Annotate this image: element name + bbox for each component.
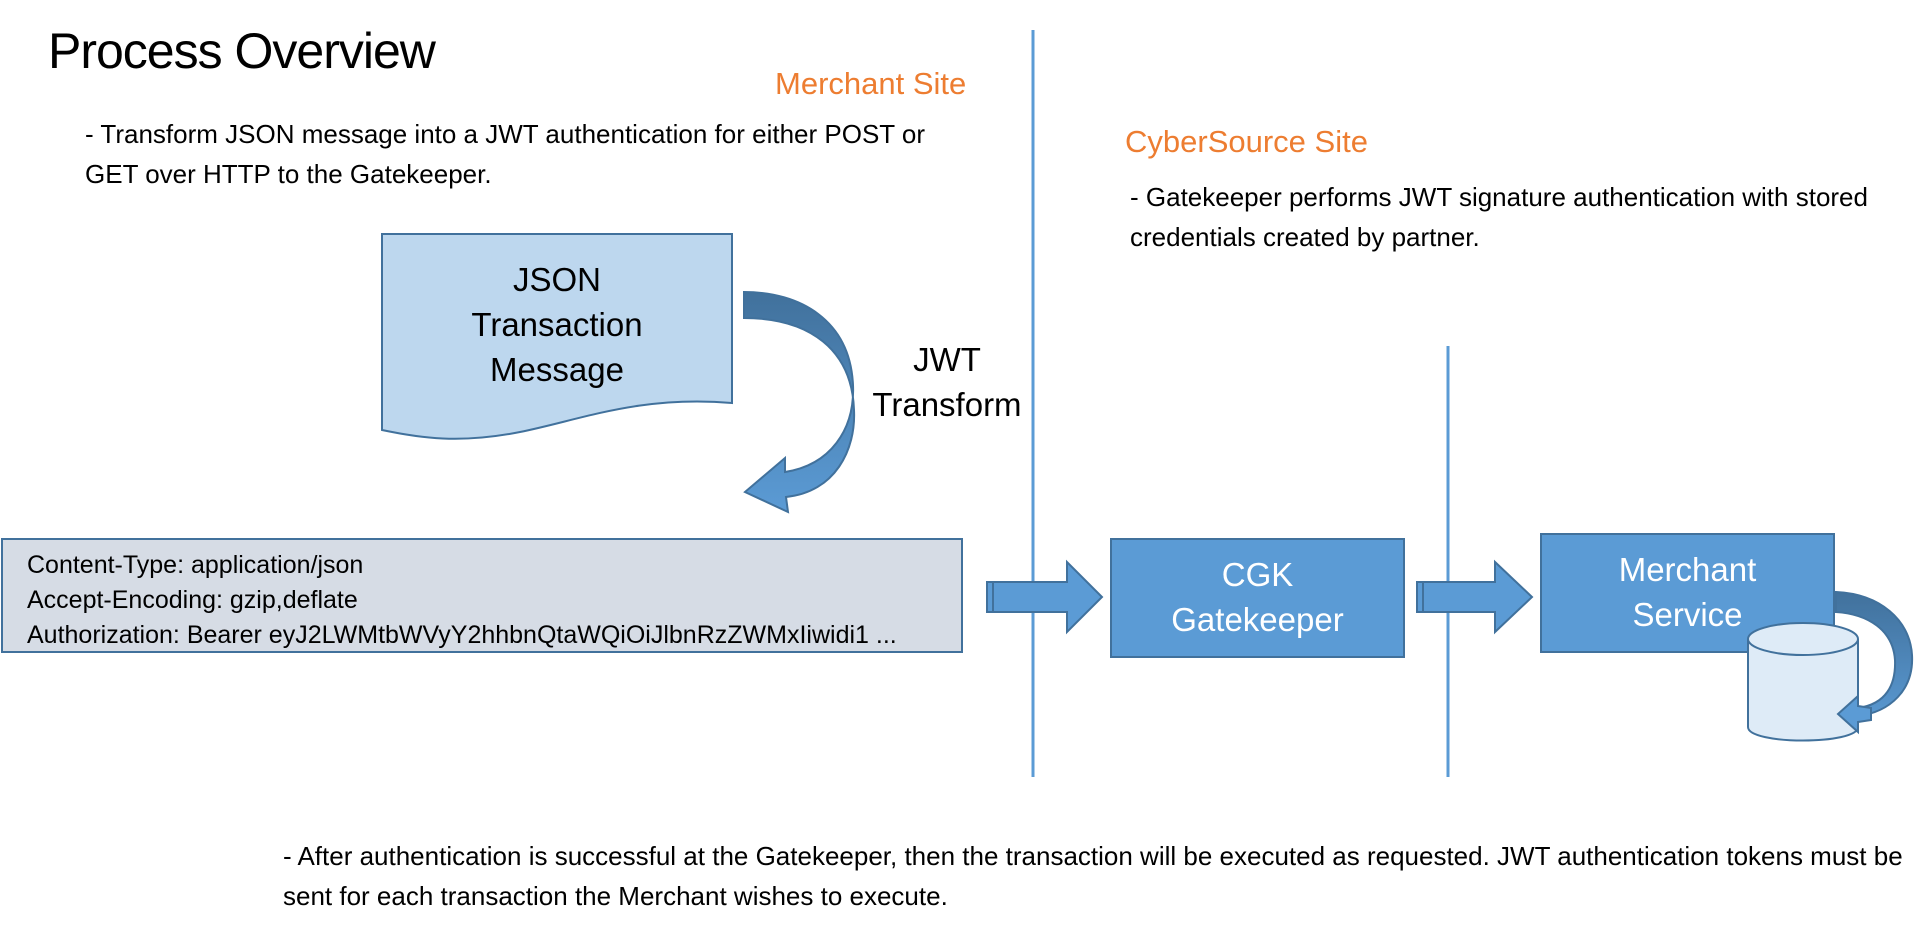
- curved-arrow-icon: [743, 290, 856, 514]
- gatekeeper-node: CGK Gatekeeper: [1110, 538, 1405, 658]
- json-message-node: JSON Transaction Message: [380, 257, 734, 392]
- json-message-line: Message: [490, 351, 624, 388]
- database-icon: [1747, 622, 1859, 742]
- merchant-service-line: Service: [1632, 596, 1743, 633]
- gatekeeper-line: Gatekeeper: [1171, 601, 1344, 638]
- gatekeeper-line: CGK: [1221, 556, 1294, 593]
- jwt-transform-line: JWT: [913, 341, 981, 378]
- right-arrow-icon: [986, 559, 1104, 635]
- database-arrow-tip-icon: [1836, 693, 1872, 735]
- merchant-service-line: Merchant: [1618, 551, 1757, 588]
- cybersource-site-label: CyberSource Site: [1125, 124, 1368, 159]
- header-accept-encoding: Accept-Encoding: gzip,deflate: [27, 586, 358, 614]
- page-title: Process Overview: [48, 23, 436, 79]
- json-message-line: JSON: [512, 261, 601, 298]
- http-headers-box: Content-Type: application/json Accept-En…: [1, 538, 963, 653]
- footer-note: - After authentication is successful at …: [283, 841, 1903, 911]
- header-content-type: Content-Type: application/json: [27, 551, 364, 579]
- cybersource-site-note: - Gatekeeper performs JWT signature auth…: [1130, 182, 1868, 252]
- jwt-transform-label: JWT Transform: [862, 337, 1032, 427]
- right-arrow-icon: [1416, 559, 1534, 635]
- merchant-site-note: - Transform JSON message into a JWT auth…: [85, 119, 926, 189]
- merchant-site-label: Merchant Site: [775, 66, 967, 101]
- json-message-line: Transaction: [471, 306, 643, 343]
- jwt-transform-line: Transform: [872, 386, 1022, 423]
- header-authorization: Authorization: Bearer eyJ2LWMtbWVyY2hhbn…: [27, 621, 897, 649]
- json-document-shape: [381, 233, 733, 440]
